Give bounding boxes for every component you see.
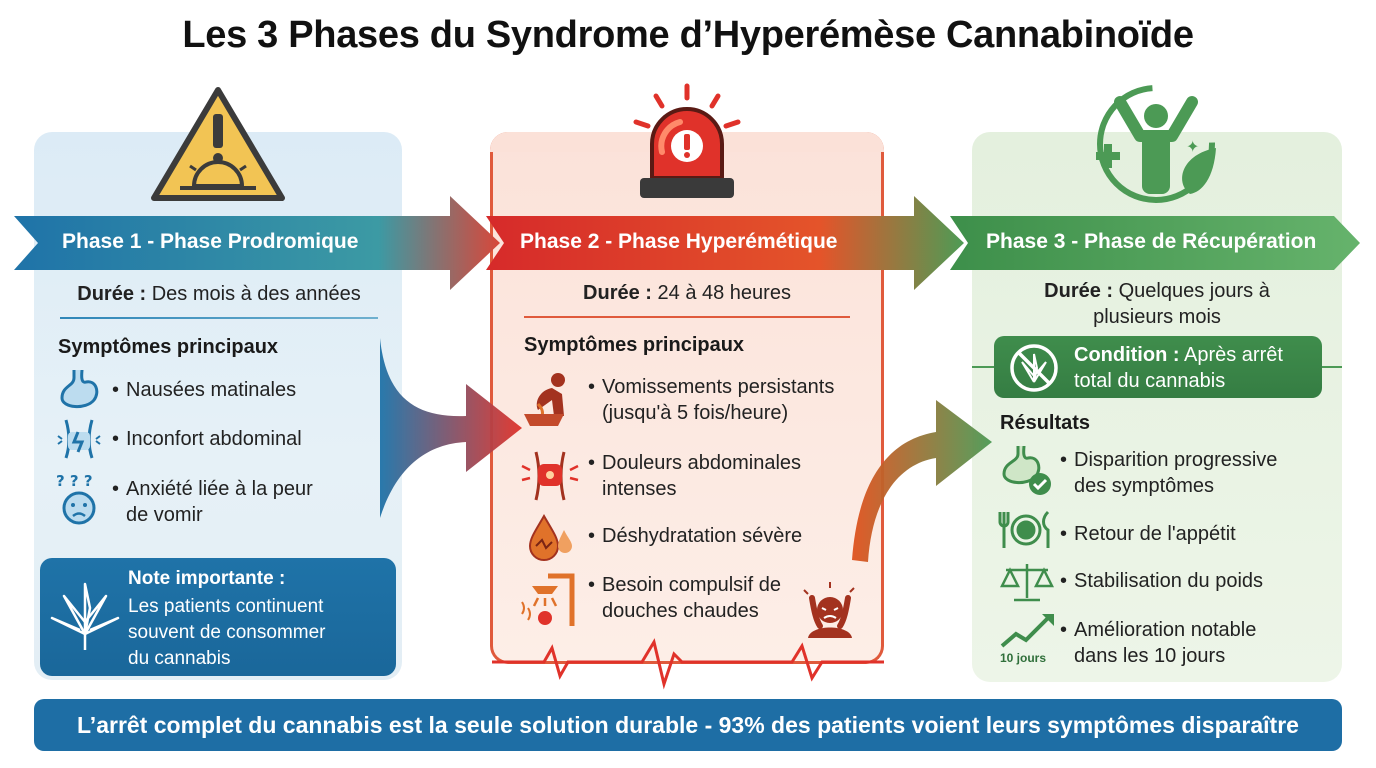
phase2-label: Phase 2 - Phase Hyperémétique	[520, 230, 838, 253]
dehydration-drop-icon	[528, 513, 572, 561]
phase2-symptom-4: •Besoin compulsif de douches chaudes	[588, 574, 781, 622]
trend-up-icon	[1000, 614, 1054, 648]
phase1-duration: Durée : Des mois à des années	[77, 283, 361, 305]
alarm-siren-icon	[633, 83, 741, 198]
flow-arrow-2-3	[852, 400, 992, 562]
note-body: Les patients continuent souvent de conso…	[128, 596, 326, 669]
svg-text:? ? ?: ? ? ?	[56, 472, 93, 490]
phase2-symptom-1: •Vomissements persistants (jusqu'à 5 foi…	[588, 376, 835, 424]
phase3-result-3: •Stabilisation du poids	[1060, 570, 1264, 592]
phase3-result-4: •Amélioration notable dans les 10 jours	[1060, 619, 1257, 667]
vomiting-person-icon	[524, 373, 565, 426]
hot-shower-icon	[521, 573, 575, 626]
no-cannabis-icon	[1010, 344, 1058, 392]
phase1-label: Phase 1 - Phase Prodromique	[62, 230, 359, 253]
phase1-symptom-2: •Inconfort abdominal	[112, 428, 302, 450]
important-note: Note importante : Les patients continuen…	[40, 558, 396, 676]
ecg-line-icon	[492, 638, 884, 690]
warning-sign-icon	[151, 87, 285, 201]
distressed-person-icon	[803, 582, 855, 638]
footer-banner: L’arrêt complet du cannabis est la seule…	[34, 699, 1342, 751]
healthy-person-icon: ✦	[1096, 85, 1216, 203]
phase3-results-title: Résultats	[1000, 412, 1091, 434]
phase2-duration: Durée : 24 à 48 heures	[583, 282, 791, 304]
stomach-check-icon	[1002, 445, 1051, 495]
abdominal-pain-icon	[521, 451, 579, 501]
ten-days-badge: 10 jours	[1000, 651, 1047, 665]
anxious-face-icon: ? ? ?	[56, 472, 96, 525]
phase2-symptom-3: •Déshydratation sévère	[588, 525, 803, 547]
cannabis-leaf-icon	[50, 582, 120, 650]
note-title: Note importante :	[128, 568, 286, 589]
scale-icon	[1000, 564, 1054, 602]
page-title: Les 3 Phases du Syndrome d’Hyperémèse Ca…	[182, 14, 1194, 56]
phase1-symptom-3: •Anxiété liée à la peur de vomir	[112, 478, 313, 526]
flow-arrow-1-2	[380, 338, 522, 518]
phase3-result-1: •Disparition progressive des symptômes	[1060, 449, 1278, 497]
phase2-symptom-2: •Douleurs abdominales intenses	[588, 452, 802, 500]
svg-text:✦: ✦	[1186, 137, 1199, 156]
plate-cutlery-icon	[998, 510, 1050, 548]
phase3-result-2: •Retour de l'appétit	[1060, 523, 1236, 545]
recovery-condition: Condition : Après arrêt total du cannabi…	[994, 336, 1322, 398]
phase1-symptoms-title: Symptômes principaux	[58, 336, 279, 358]
stomach-icon	[60, 369, 99, 408]
phase2-symptoms-title: Symptômes principaux	[524, 334, 745, 356]
phase3-duration: Durée : Quelques jours à plusieurs mois	[1044, 280, 1270, 328]
phase1-symptom-1: •Nausées matinales	[112, 379, 297, 401]
phase3-label: Phase 3 - Phase de Récupération	[986, 230, 1317, 253]
phase-arrow-band	[14, 196, 1360, 290]
abdomen-discomfort-icon	[57, 419, 101, 459]
